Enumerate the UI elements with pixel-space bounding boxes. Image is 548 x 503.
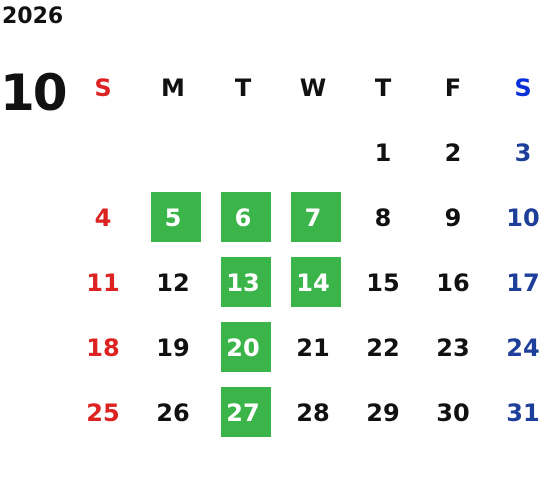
day-cell[interactable]: 23 — [418, 315, 488, 380]
day-cell-highlighted[interactable]: 20 — [208, 315, 278, 380]
day-number: 12 — [156, 268, 190, 297]
weekday-label: F — [444, 73, 462, 102]
day-cell[interactable]: 31 — [488, 380, 548, 445]
day-cell[interactable]: 21 — [278, 315, 348, 380]
day-cell-highlighted[interactable]: 7 — [278, 185, 348, 250]
day-number: 9 — [444, 203, 462, 232]
day-number: 24 — [506, 333, 540, 362]
day-number: 3 — [514, 138, 532, 167]
day-number: 14 — [296, 268, 330, 297]
weekday-header-mon: M — [138, 55, 208, 120]
day-number: 8 — [374, 203, 392, 232]
day-cell[interactable]: 2 — [418, 120, 488, 185]
day-cell[interactable]: 15 — [348, 250, 418, 315]
day-cell[interactable]: 8 — [348, 185, 418, 250]
month-number: 10 — [0, 64, 68, 122]
weekday-label: T — [234, 73, 252, 102]
weekday-label: S — [514, 73, 532, 102]
day-number: 19 — [156, 333, 190, 362]
day-number: 26 — [156, 398, 190, 427]
day-cell[interactable]: 28 — [278, 380, 348, 445]
day-cell[interactable]: 10 — [488, 185, 548, 250]
day-number: 25 — [86, 398, 120, 427]
weekday-header-tue: T — [208, 55, 278, 120]
day-number: 13 — [226, 268, 260, 297]
weekday-label: S — [94, 73, 112, 102]
year-label: 2026 — [2, 4, 64, 29]
day-number: 27 — [226, 398, 260, 427]
day-cell[interactable]: 12 — [138, 250, 208, 315]
day-cell-highlighted[interactable]: 13 — [208, 250, 278, 315]
day-number: 17 — [506, 268, 540, 297]
day-cell[interactable]: 17 — [488, 250, 548, 315]
day-cell-highlighted[interactable]: 6 — [208, 185, 278, 250]
day-number: 4 — [94, 203, 112, 232]
day-cell[interactable]: 3 — [488, 120, 548, 185]
day-cell[interactable]: 29 — [348, 380, 418, 445]
day-cell[interactable]: 16 — [418, 250, 488, 315]
day-cell-highlighted[interactable]: 27 — [208, 380, 278, 445]
day-number: 7 — [304, 203, 322, 232]
day-number: 21 — [296, 333, 330, 362]
day-cell[interactable]: 30 — [418, 380, 488, 445]
day-cell[interactable]: 9 — [418, 185, 488, 250]
day-number: 16 — [436, 268, 470, 297]
day-number: 20 — [226, 333, 260, 362]
day-cell[interactable]: 26 — [138, 380, 208, 445]
day-cell[interactable] — [68, 120, 138, 185]
weekday-label: T — [374, 73, 392, 102]
day-cell[interactable] — [208, 120, 278, 185]
day-number: 5 — [164, 203, 182, 232]
day-cell-highlighted[interactable]: 5 — [138, 185, 208, 250]
day-cell[interactable]: 25 — [68, 380, 138, 445]
day-cell[interactable]: 24 — [488, 315, 548, 380]
day-number: 1 — [374, 138, 392, 167]
weekday-header-fri: F — [418, 55, 488, 120]
day-number: 2 — [444, 138, 462, 167]
weekday-label: M — [161, 73, 185, 102]
day-number: 28 — [296, 398, 330, 427]
day-number: 31 — [506, 398, 540, 427]
day-cell[interactable]: 22 — [348, 315, 418, 380]
day-cell-highlighted[interactable]: 14 — [278, 250, 348, 315]
calendar-grid: S M T W T F S 1 2 3 4 5 6 7 8 9 10 11 12… — [68, 55, 548, 445]
weekday-header-sat: S — [488, 55, 548, 120]
day-cell[interactable] — [278, 120, 348, 185]
day-number: 22 — [366, 333, 400, 362]
day-cell[interactable]: 1 — [348, 120, 418, 185]
day-cell[interactable] — [138, 120, 208, 185]
day-number: 11 — [86, 268, 120, 297]
weekday-label: W — [299, 73, 327, 102]
day-number: 15 — [366, 268, 400, 297]
day-cell[interactable]: 4 — [68, 185, 138, 250]
day-cell[interactable]: 11 — [68, 250, 138, 315]
day-number: 29 — [366, 398, 400, 427]
weekday-header-thu: T — [348, 55, 418, 120]
weekday-header-sun: S — [68, 55, 138, 120]
day-cell[interactable]: 19 — [138, 315, 208, 380]
day-cell[interactable]: 18 — [68, 315, 138, 380]
day-number: 10 — [506, 203, 540, 232]
day-number: 23 — [436, 333, 470, 362]
day-number: 18 — [86, 333, 120, 362]
day-number: 6 — [234, 203, 252, 232]
weekday-header-wed: W — [278, 55, 348, 120]
day-number: 30 — [436, 398, 470, 427]
